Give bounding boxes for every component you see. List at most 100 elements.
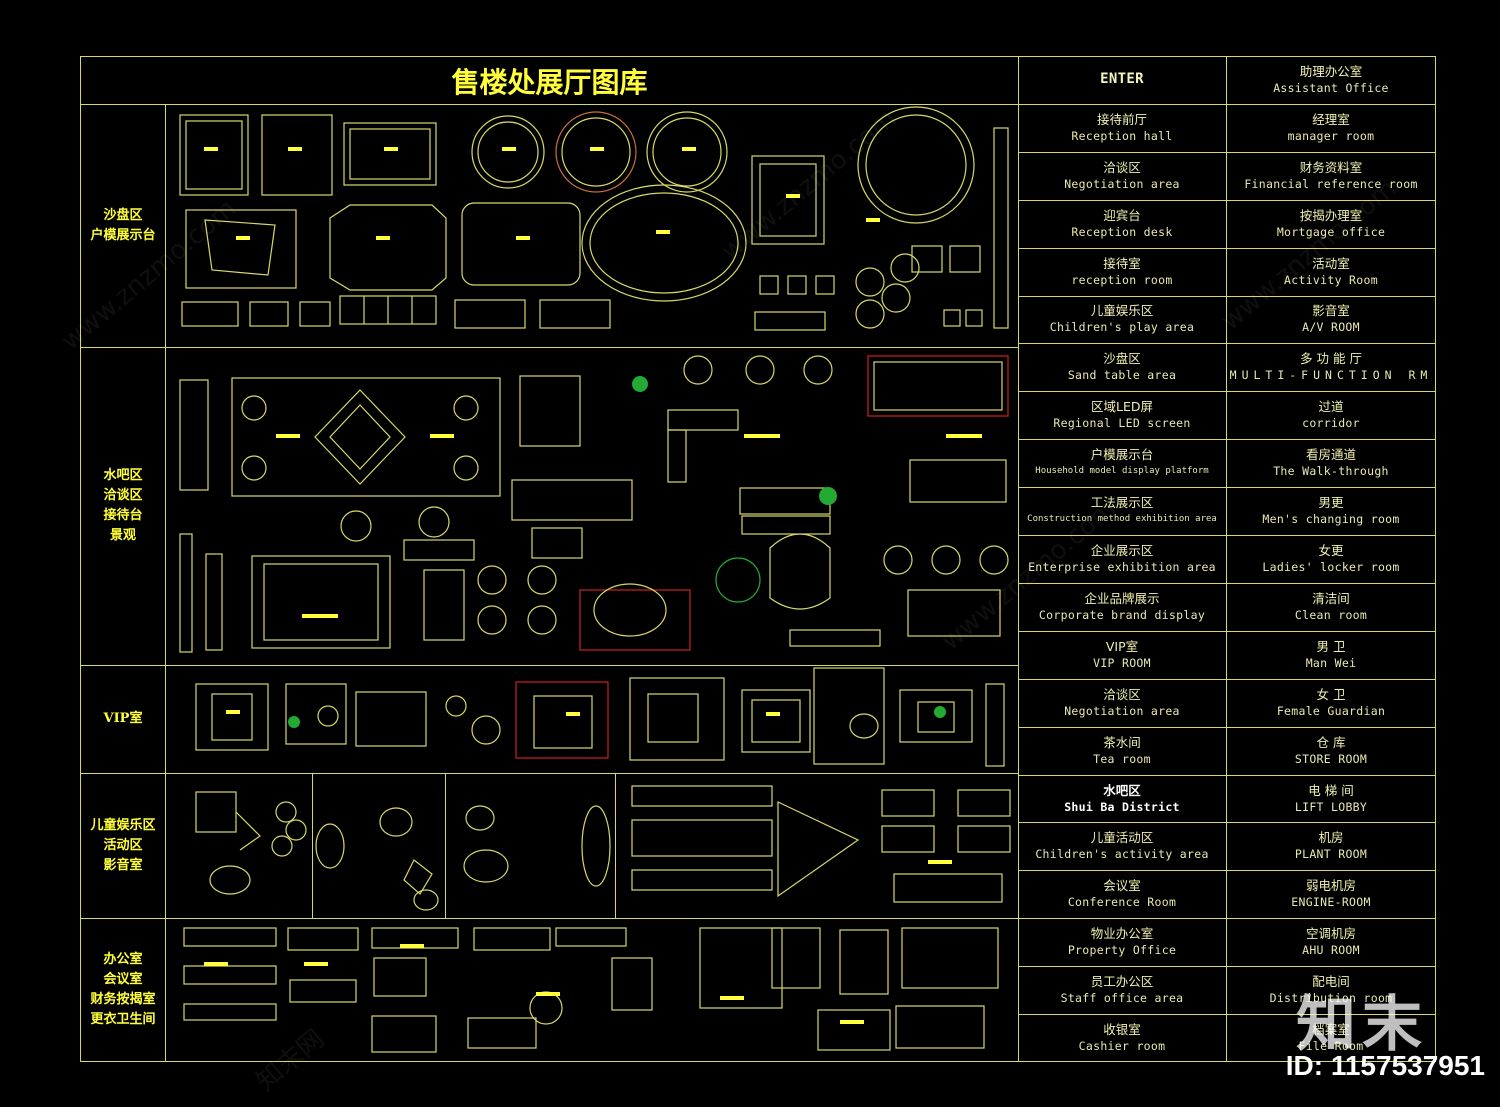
legend-entry-english: corridor [1302,416,1360,431]
section-label-line: 财务按揭室 [90,992,156,1007]
office-blocks [183,927,999,1053]
section-divider [80,347,1018,348]
section-divider [80,773,1018,774]
legend-entry-chinese: 看房通道 [1305,447,1356,463]
section-label-line: 户模展示台 [90,227,156,243]
legend-row-divider [1018,343,1226,345]
legend-entry-english: Corporate brand display [1038,607,1206,622]
kids-divider [615,773,616,918]
legend-entry-chinese: 企业品牌展示 [1084,590,1160,606]
legend-entry-chinese: 接待前厅 [1096,111,1147,127]
legend-entry-english: AHU ROOM [1302,943,1360,958]
section-label-line: 沙盘区 [103,207,143,223]
legend-entry-english: Female Guardian [1276,703,1386,718]
legend-entry-chinese: 活动室 [1312,255,1350,271]
legend-row-divider [1018,726,1226,728]
legend-entry-english: File Room [1298,1039,1364,1054]
legend-row-divider [1226,678,1436,680]
legend-row-divider [1226,391,1436,393]
section-label-line: 洽谈区 [103,488,143,503]
watermark-id: ID: 1157537951 [1285,1050,1485,1081]
legend-row-divider [1018,295,1226,297]
legend-entry-english: Activity Room [1284,272,1378,287]
legend-row-divider [1226,487,1436,489]
legend-entry-chinese: 员工办公区 [1090,974,1154,990]
legend-entry-chinese: 电 梯 间 [1308,782,1354,798]
legend-entry-english: Men's changing room [1262,512,1400,527]
legend-entry-chinese: 水吧区 [1103,782,1141,798]
legend-row-divider [1018,535,1226,537]
legend-entry-english: Enterprise exhibition area [1028,559,1216,574]
legend-entry-english: The Walk-through [1273,464,1389,479]
legend-row-divider [1018,439,1226,441]
section-divider [80,918,1018,919]
legend-entry-english: Distribution room [1269,991,1393,1006]
legend-row-divider [1018,918,1226,920]
legend-row-divider [1226,630,1436,632]
legend-entry-chinese: 仓 库 [1316,734,1346,750]
legend-entry-english: PLANT ROOM [1294,847,1368,862]
legend-entry-english: LIFT LOBBY [1294,799,1368,814]
legend-entry-chinese: 男更 [1318,495,1344,511]
legend-entry-chinese: 洽谈区 [1103,159,1141,175]
section-label-line: 接待台 [103,508,143,523]
legend-entry-english: Reception desk [1071,224,1173,239]
legend-entry-english: A/V ROOM [1302,320,1360,335]
legend-entry-chinese: 户模展示台 [1090,447,1154,463]
section-label-line: 会议室 [103,972,143,987]
legend-entry-chinese: 财务资料室 [1299,159,1363,175]
section-label-line: 活动区 [103,837,143,853]
legend-entry-chinese: 儿童娱乐区 [1090,303,1154,319]
legend-row-divider [1018,151,1226,153]
legend-entry-chinese: 会议室 [1103,878,1141,894]
legend-row-divider [1226,870,1436,872]
legend-entry-chinese: 洽谈区 [1103,686,1141,702]
legend-row-divider [1226,151,1436,153]
legend-row-divider [1226,439,1436,441]
legend-entry-english: Cashier room [1078,1039,1166,1054]
legend-entry-chinese: 配电间 [1312,974,1350,990]
legend-entry-chinese: 迎宾台 [1103,207,1141,223]
drawing-legend-divider [1018,56,1019,1062]
kids-divider [312,773,313,918]
legend-row-divider [1226,774,1436,776]
legend-row-divider [1018,103,1226,105]
legend-entry-chinese: 儿童活动区 [1090,830,1154,846]
legend-entry-english: Clean room [1294,607,1368,622]
legend-entry-english: Shui Ba District [1064,799,1180,814]
legend-row-divider [1226,1014,1436,1016]
legend-row-divider [1226,535,1436,537]
legend-entry-english: VIP ROOM [1093,655,1151,670]
legend-entry-english: Household model display platform [1035,466,1209,477]
legend-entry: ENTER [1018,56,1226,104]
legend-entry-chinese: 影音室 [1312,303,1350,319]
legend-entry-english: STORE ROOM [1294,751,1368,766]
legend-entry-chinese: 多 功 能 厅 [1300,351,1362,367]
legend-entry-chinese: 清洁间 [1312,590,1350,606]
sand-table-blocks [179,106,1009,331]
legend-entry-chinese: 企业展示区 [1090,542,1154,558]
legend-entry-english: reception room [1071,272,1173,287]
legend-entry-english: Negotiation area [1064,176,1180,191]
legend-entry-english: Staff office area [1060,991,1184,1006]
legend-row-divider [1018,774,1226,776]
